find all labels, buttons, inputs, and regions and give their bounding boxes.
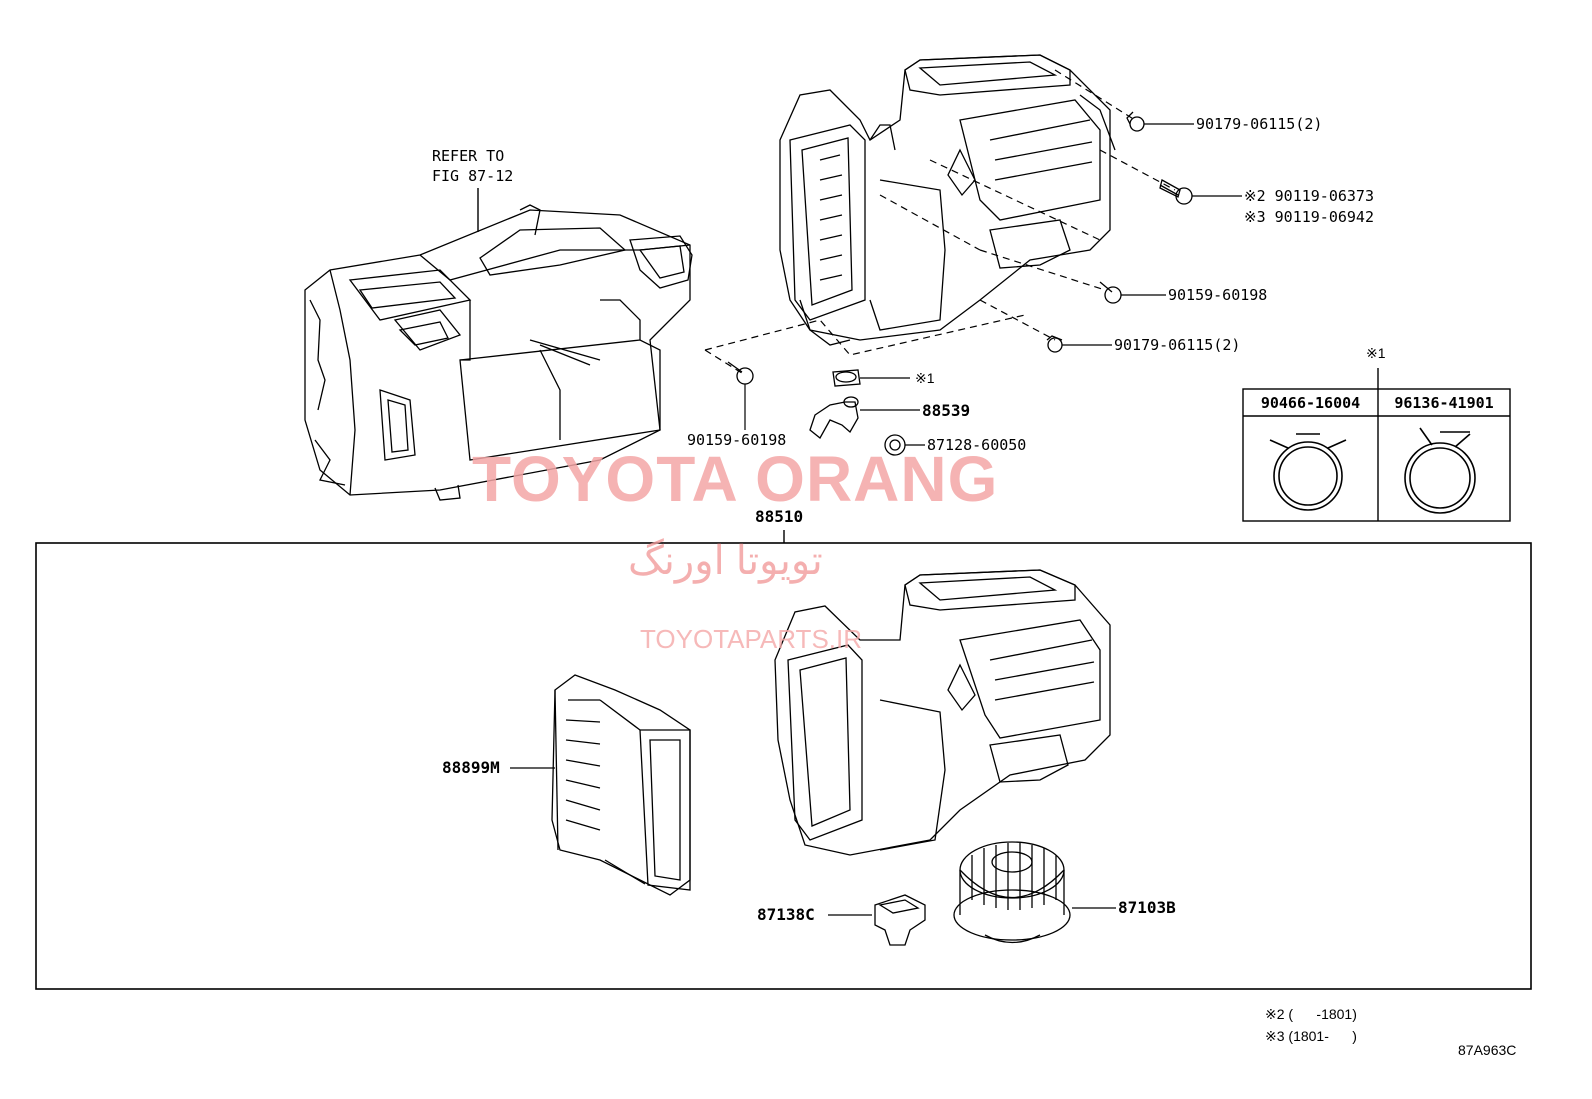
- figure-code: 87A963C: [1458, 1042, 1517, 1058]
- clip-table-note-mark: ※1: [1366, 345, 1386, 361]
- clip-table-col-96136-41901[interactable]: 96136-41901: [1394, 394, 1494, 412]
- part-label-88899m[interactable]: 88899M: [442, 758, 500, 777]
- blower-case-top-drawing: [779, 54, 1116, 346]
- part-label-87138c[interactable]: 87138C: [757, 905, 815, 924]
- part-label-90159-60198-left[interactable]: 90159-60198: [687, 431, 787, 449]
- hvac-unit-left-drawing: [304, 204, 693, 501]
- clip-table-col-90466-16004[interactable]: 90466-16004: [1260, 394, 1361, 412]
- part-label-87128-60050[interactable]: 87128-60050: [927, 436, 1027, 454]
- part-label-90179-06115-mid[interactable]: 90179-06115(2): [1114, 336, 1241, 354]
- part-label-88539[interactable]: 88539: [922, 401, 971, 420]
- part-label-90179-06115-top[interactable]: 90179-06115(2): [1196, 115, 1323, 133]
- watermark-persian: تویوتا اورنگ: [628, 539, 823, 583]
- part-label-87103b[interactable]: 87103B: [1118, 898, 1176, 917]
- part-label-90159-60198-right[interactable]: 90159-60198: [1168, 286, 1268, 304]
- clip-table-frame: [1242, 368, 1511, 522]
- watermark-brand: TOYOTA ORANG: [472, 443, 999, 515]
- part-label-88510[interactable]: 88510: [755, 507, 804, 526]
- footnote-mark3: ※3 (1801- ): [1265, 1028, 1357, 1044]
- blower-case-88510-drawing: [774, 569, 1111, 856]
- refer-to-label: REFER TO: [432, 147, 505, 165]
- watermark-site: TOYOTAPARTS.IR: [640, 624, 863, 654]
- footnote-mark2: ※2 ( -1801): [1265, 1006, 1357, 1022]
- part-label-clip-mark1[interactable]: ※1: [915, 370, 935, 386]
- part-label-90119-06373[interactable]: ※2 90119-06373: [1244, 187, 1374, 205]
- fig-reference-label[interactable]: FIG 87-12: [432, 167, 514, 185]
- part-label-90119-06942[interactable]: ※3 90119-06942: [1244, 208, 1374, 226]
- filter-case-88899m-drawing: [551, 674, 691, 896]
- hose-clamp-drawings: [1269, 427, 1476, 514]
- resistor-87138c-drawing: [874, 894, 926, 946]
- blower-motor-87103b-drawing: [953, 841, 1071, 944]
